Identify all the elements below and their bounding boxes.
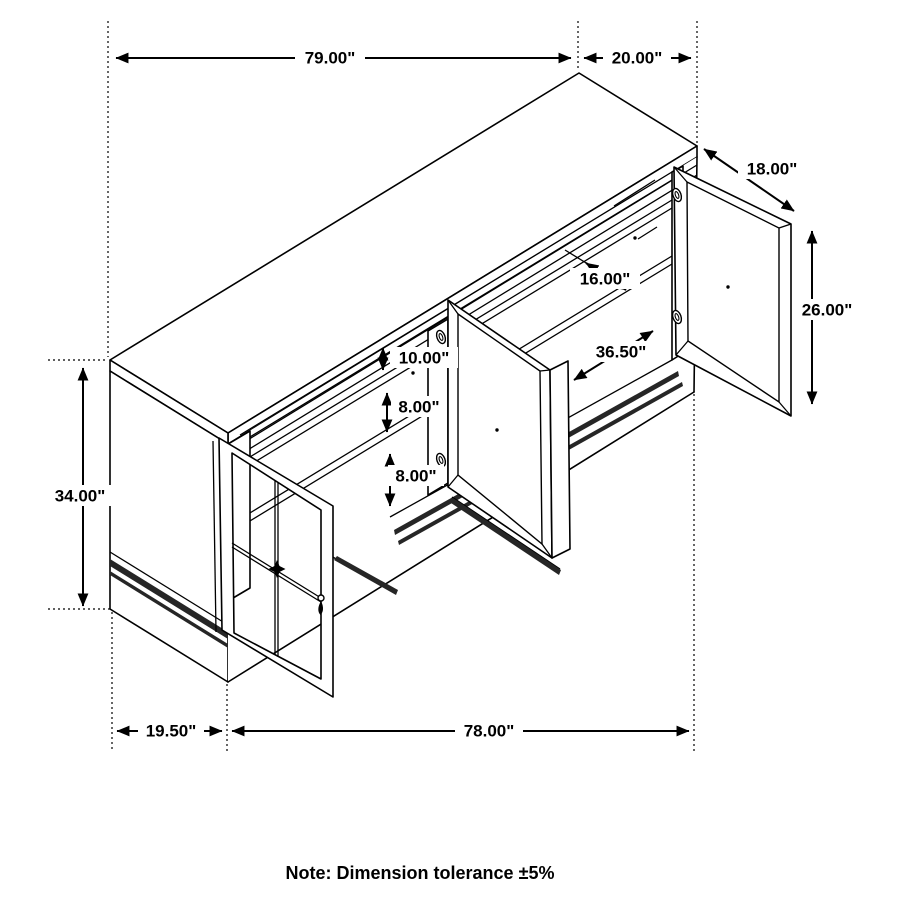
dim-shelf-depth-label: 16.00" <box>580 270 631 289</box>
left-door-pull-ring <box>317 594 325 602</box>
left-door-pull-drop <box>318 601 324 615</box>
dim-right-door-height-label: 26.00" <box>802 301 853 320</box>
dim-side-height-label: 34.00" <box>55 487 106 506</box>
middle-door <box>447 299 571 559</box>
base-bottom-edge <box>227 391 695 683</box>
dim-shelf-gap-bottom-label: 8.00" <box>395 467 436 486</box>
shelf-pin-hole <box>633 236 637 240</box>
dim-right-interior-width-label: 36.50" <box>596 343 647 362</box>
side-molding-stripe <box>110 559 228 639</box>
left-door-star-knob <box>268 560 286 578</box>
dim-shelf-gap-top-label: 10.00" <box>399 349 450 368</box>
tolerance-note: Note: Dimension tolerance ±5% <box>286 863 555 883</box>
middle-door-knob-hole <box>495 428 499 432</box>
right-door-knob-hole <box>726 285 730 289</box>
side-molding-stripe-2 <box>110 571 228 648</box>
shelf-corner-edge-2 <box>637 226 658 240</box>
side-molding-line <box>109 551 229 626</box>
middle-door-shadow <box>451 496 561 575</box>
hinges <box>435 187 683 468</box>
dim-base-side-depth-label: 19.50" <box>146 722 197 741</box>
shelf-pin-hole <box>411 371 415 375</box>
dimension-labels: 79.00" 20.00" 18.00" 26.00" 16.00" 36.50… <box>45 47 862 741</box>
shelf-corner-edge-1 <box>613 179 656 207</box>
left-door-hinge-edge <box>212 440 217 633</box>
right-door <box>673 166 792 417</box>
dim-base-front-width-label: 78.00" <box>464 722 515 741</box>
middle-door-edge <box>549 360 571 559</box>
cabinet-body <box>109 72 698 683</box>
left-glass-door <box>212 437 334 698</box>
extension-lines <box>48 21 698 752</box>
base-corner-stripe <box>334 556 398 595</box>
dim-top-width-label: 79.00" <box>305 49 356 68</box>
dim-top-depth-label: 20.00" <box>612 49 663 68</box>
left-door-frame <box>218 437 334 698</box>
dim-right-door-width-label: 18.00" <box>747 160 798 179</box>
dim-right-door-width-arrow <box>703 148 795 212</box>
dim-shelf-gap-middle-label: 8.00" <box>398 398 439 417</box>
